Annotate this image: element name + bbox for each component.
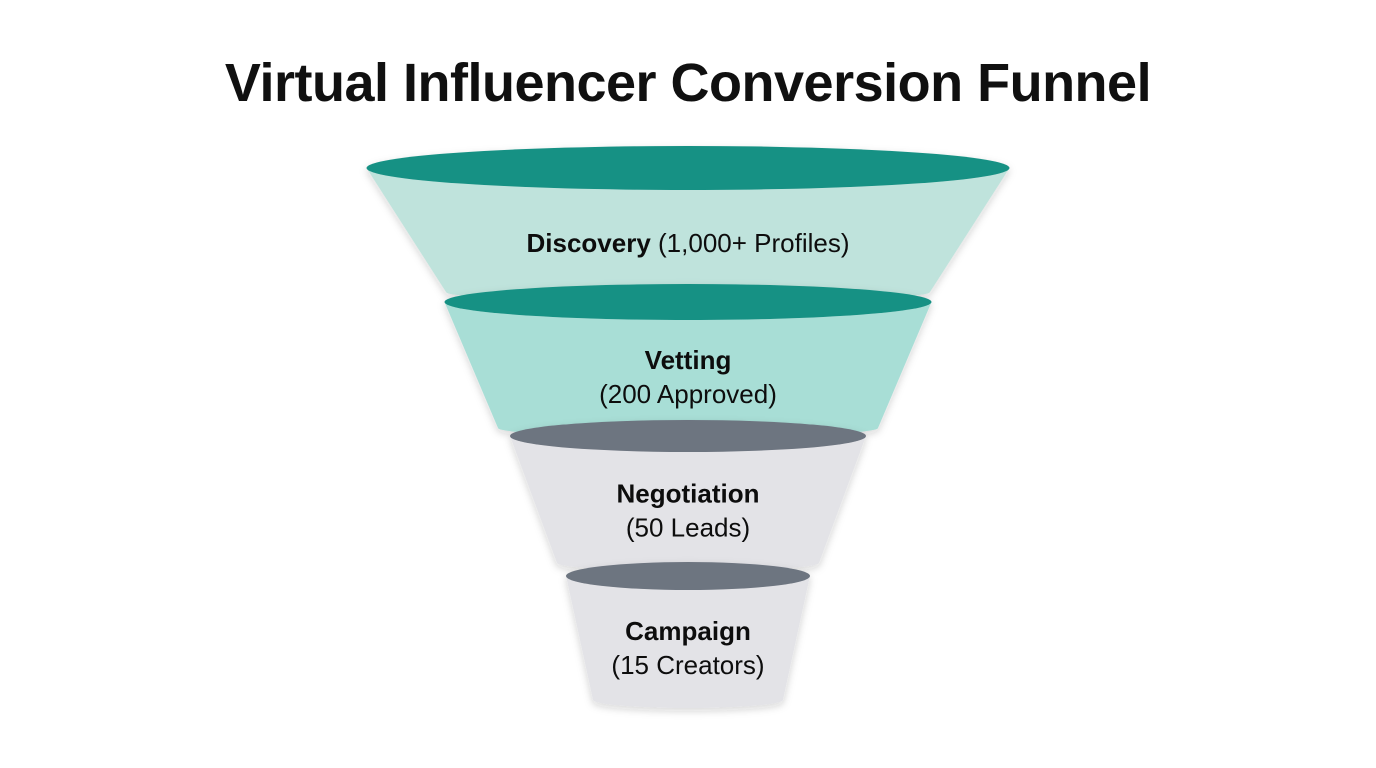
stage-label-discovery: Discovery (1,000+ Profiles) [526,228,849,258]
stage-value: (1,000+ Profiles) [658,228,849,258]
stage-value: (50 Leads) [626,512,750,542]
stage-rim [444,284,932,320]
funnel-stages-group [366,146,1010,708]
stage-body [444,302,932,437]
stage-body [566,576,810,708]
stage-name: Campaign [625,616,751,646]
funnel-stage-discovery[interactable] [366,146,1010,302]
chart-title: Virtual Influencer Conversion Funnel [224,53,1152,113]
funnel-stage-negotiation[interactable] [510,420,866,571]
funnel-labels-group: Discovery (1,000+ Profiles) Vetting (200 A… [526,228,849,680]
stage-rim [566,562,810,590]
funnel-stage-vetting[interactable] [444,284,932,437]
stage-body [510,436,866,571]
funnel-stage-campaign[interactable] [566,562,810,708]
stage-rim [510,420,866,452]
stage-label-vetting: Vetting (200 Approved) [599,345,777,409]
stage-label-campaign: Campaign (15 Creators) [611,616,764,680]
stage-rim [366,146,1010,190]
stage-value: (200 Approved) [599,379,777,409]
stage-label-negotiation: Negotiation (50 Leads) [617,478,760,542]
stage-name: Negotiation [617,478,760,508]
stage-value: (15 Creators) [611,650,764,680]
stage-name: Discovery [526,228,658,258]
stage-body [366,168,1010,302]
stage-name: Vetting [645,345,732,375]
